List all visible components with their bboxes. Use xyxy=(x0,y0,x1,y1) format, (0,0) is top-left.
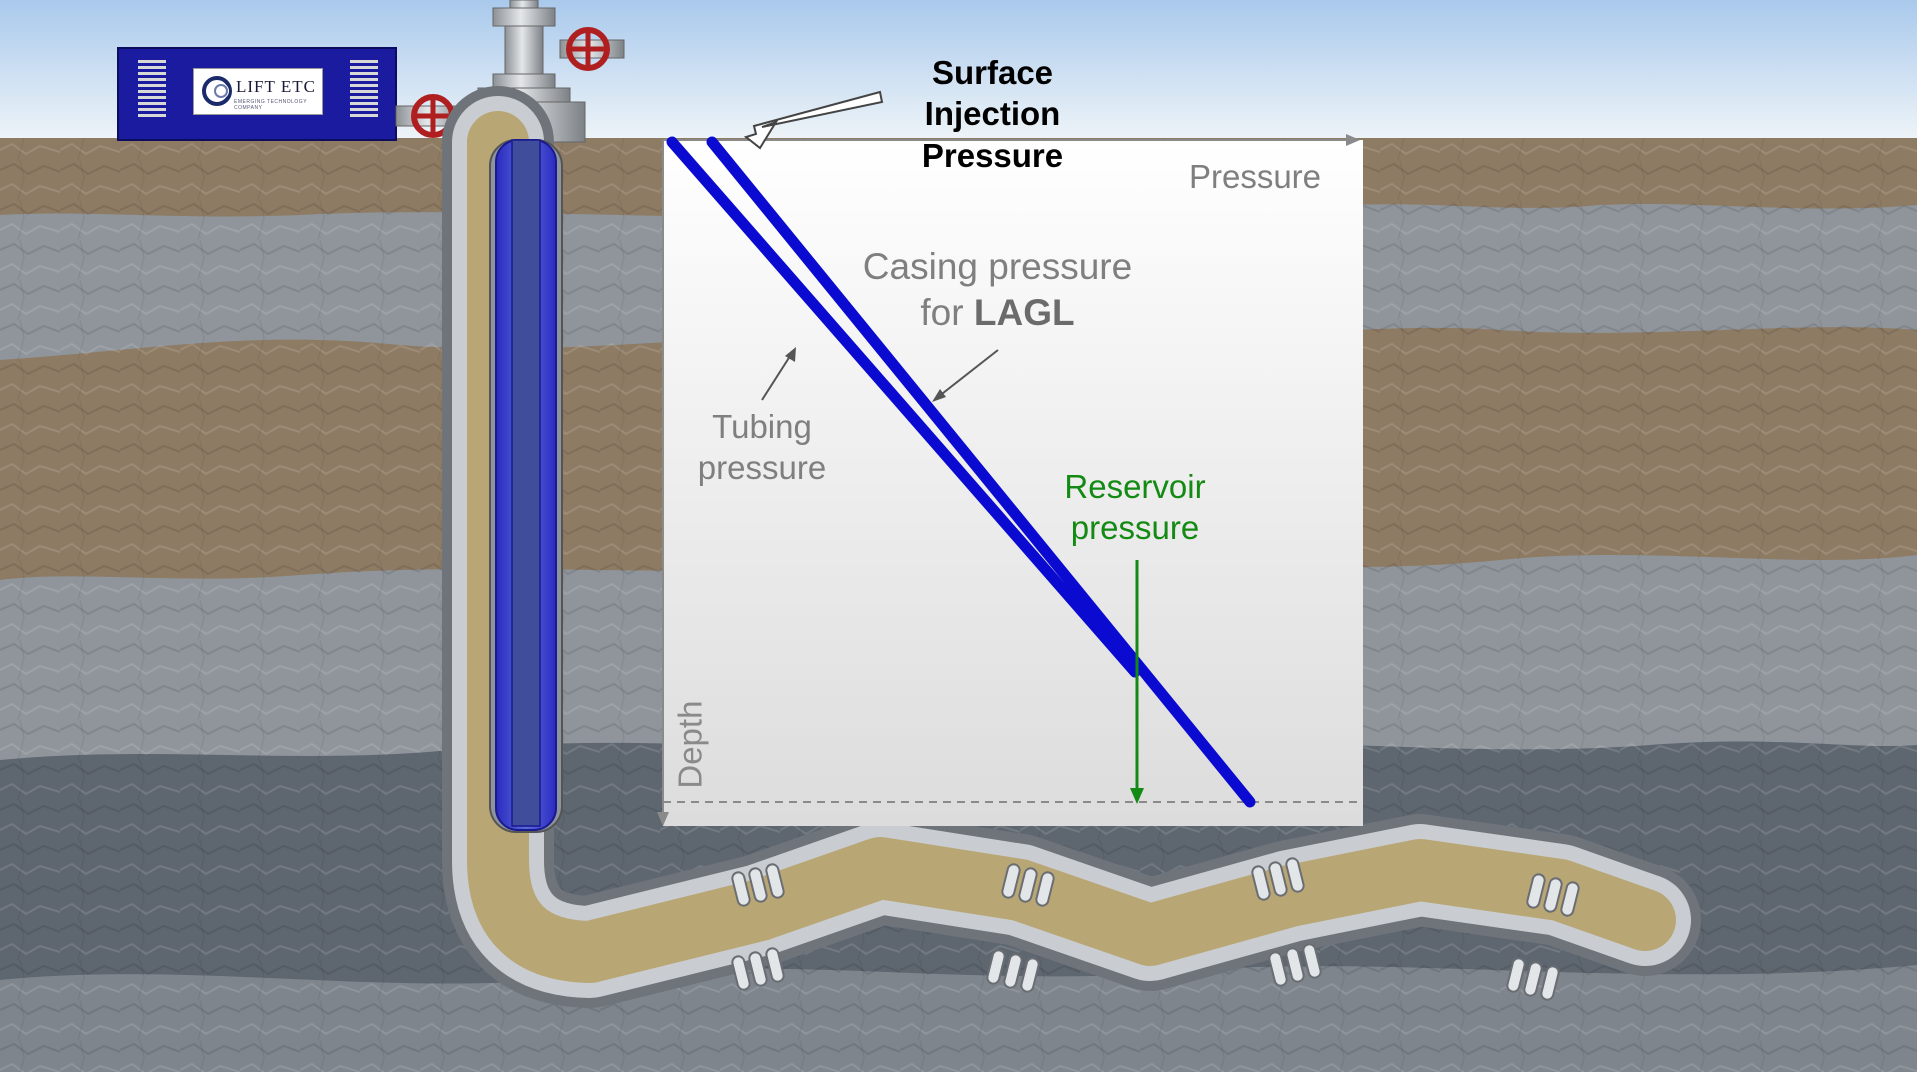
tubing-string xyxy=(489,139,563,833)
depth-axis xyxy=(657,140,669,826)
surface-pointer-arrow xyxy=(743,90,884,150)
casing-pressure-label: Casing pressure for LAGL xyxy=(840,244,1155,337)
casing-pointer-arrow xyxy=(932,349,999,402)
reservoir-pressure-label: Reservoir pressure xyxy=(1040,466,1230,549)
logo: LIFT ETC EMERGING TECHNOLOGY COMPANY xyxy=(193,68,323,115)
tubing-pressure-label: Tubing pressure xyxy=(672,406,852,489)
pressure-axis-label: Pressure xyxy=(1188,158,1322,195)
depth-axis-label: Depth xyxy=(671,700,709,789)
casing-label-line1: Casing pressure xyxy=(862,246,1133,287)
tubing-pointer-arrow xyxy=(761,347,796,401)
tubing-label-line1: Tubing xyxy=(712,408,812,445)
casing-label-prefix: for xyxy=(920,292,974,334)
packer-elements xyxy=(731,857,1580,1001)
plot-panel xyxy=(663,140,1363,826)
logo-brand-text: LIFT ETC xyxy=(236,77,316,96)
handwheel-valve-icon xyxy=(566,27,610,71)
casing-label-bold: LAGL xyxy=(973,292,1075,334)
tubing-label-line2: pressure xyxy=(697,449,827,487)
casing-label-line2: for LAGL xyxy=(840,290,1155,336)
logo-swirl-icon xyxy=(202,76,232,106)
pressure-axis xyxy=(663,134,1360,146)
reservoir-label-line1: Reservoir xyxy=(1064,468,1206,505)
reservoir-pressure-arrow xyxy=(1130,560,1144,804)
surface-injection-pressure-label: Surface Injection Pressure xyxy=(880,52,1105,176)
compressor-skid-icon xyxy=(117,47,397,141)
surface-label-line1: Surface xyxy=(931,54,1054,91)
logo-tagline: EMERGING TECHNOLOGY COMPANY xyxy=(234,99,307,111)
casing-pressure-line xyxy=(706,136,1256,808)
tubing-pressure-line xyxy=(666,136,1141,678)
surface-label-line2: Injection xyxy=(924,95,1061,133)
reservoir-label-line2: pressure xyxy=(1070,509,1200,547)
surface-label-line3: Pressure xyxy=(921,136,1064,174)
